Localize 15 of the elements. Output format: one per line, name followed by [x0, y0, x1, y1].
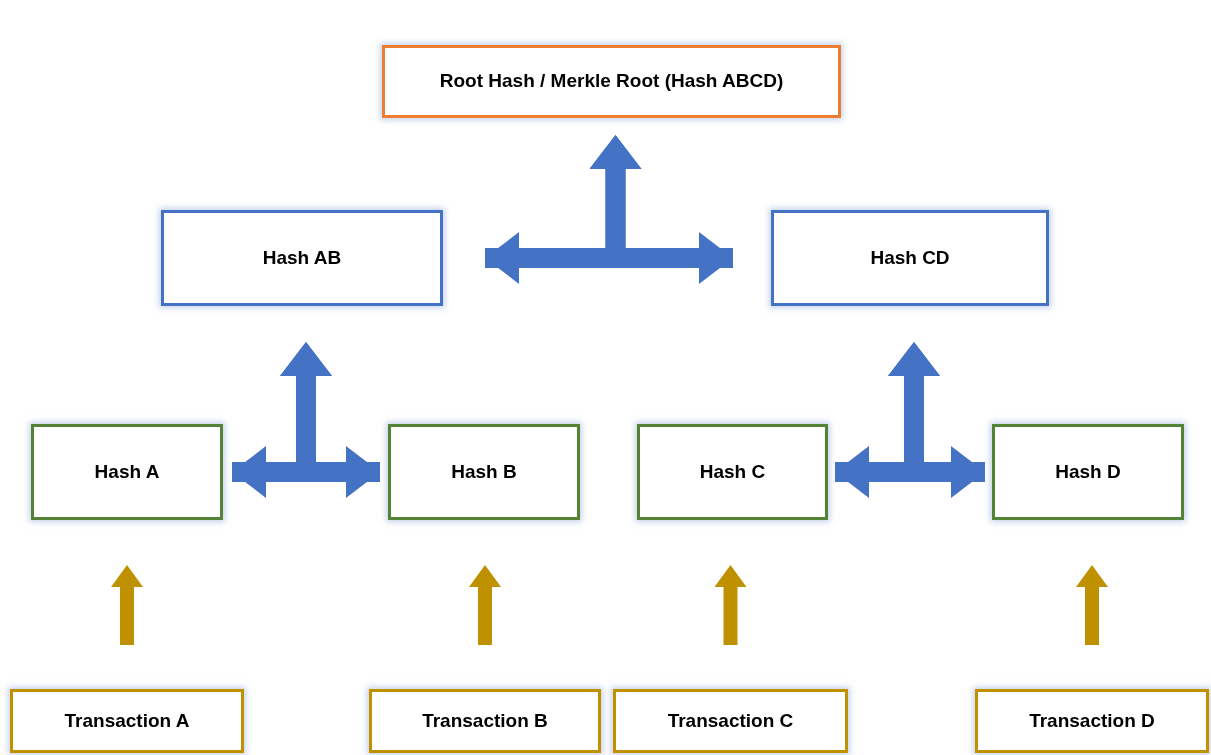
- hash-box: Transaction D: [975, 689, 1209, 753]
- arrow: [1076, 565, 1108, 645]
- hash-box: Hash B: [388, 424, 580, 520]
- hash-box: Hash CD: [771, 210, 1049, 306]
- arrow: [469, 565, 501, 645]
- arrow: [111, 565, 143, 645]
- hash-box: Root Hash / Merkle Root (Hash ABCD): [382, 45, 841, 118]
- hash-box: Hash D: [992, 424, 1184, 520]
- arrow: [714, 565, 747, 645]
- hash-box: Transaction A: [10, 689, 244, 753]
- hash-box: Hash AB: [161, 210, 443, 306]
- hash-box: Hash C: [637, 424, 828, 520]
- hash-box: Transaction C: [613, 689, 848, 753]
- hash-box: Hash A: [31, 424, 223, 520]
- hash-box: Transaction B: [369, 689, 601, 753]
